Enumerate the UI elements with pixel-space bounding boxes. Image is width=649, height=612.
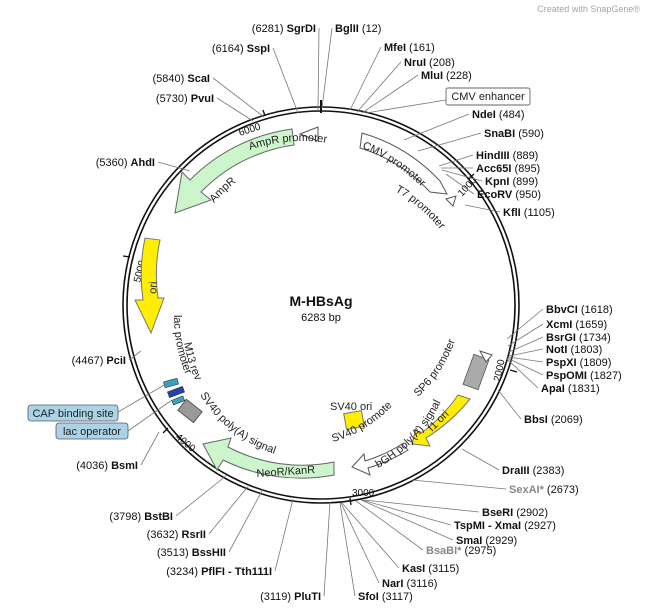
- site-kfli[interactable]: KflI (1105): [503, 207, 555, 219]
- sp6-promoter-arrow[interactable]: [478, 350, 493, 363]
- site-apai[interactable]: ApaI (1831): [541, 383, 600, 395]
- cap-binding-site-label: CAP binding site: [32, 408, 113, 420]
- backbone: [122, 100, 520, 504]
- m13-rev-feature[interactable]: [167, 386, 185, 398]
- site-sspi[interactable]: (6164) SspI: [212, 43, 270, 55]
- site-pvui[interactable]: (5730) PvuI: [156, 93, 214, 105]
- sites-right: BglII (12)MfeI (161) NruI (208)MluI (228)…: [335, 23, 622, 603]
- site-ecorv[interactable]: EcoRV (950): [477, 189, 541, 201]
- cmv-promoter-arrow[interactable]: [359, 132, 448, 195]
- bgh-polya-feature[interactable]: [462, 353, 490, 391]
- site-pcii[interactable]: (4467) PciI: [72, 355, 126, 367]
- snapgene-watermark: Created with SnapGene®: [537, 4, 640, 14]
- site-pflfi-tth111i[interactable]: (3234) PflFI - Tth111I: [166, 566, 272, 578]
- cmv-enhancer-label: CMV enhancer: [451, 91, 525, 103]
- site-mfei[interactable]: MfeI (161): [384, 42, 435, 54]
- site-bsrgi[interactable]: BsrGI (1734): [546, 332, 611, 344]
- site-sexai[interactable]: SexAI* (2673): [509, 484, 579, 496]
- site-sgrdi[interactable]: (6281) SgrDI: [252, 23, 316, 35]
- ampr-promoter-label: AmpR promoter: [247, 132, 328, 153]
- site-noti[interactable]: NotI (1803): [546, 344, 602, 356]
- ampr-promoter-arrow[interactable]: [298, 126, 319, 142]
- site-rsrii[interactable]: (3632) RsrII: [147, 529, 206, 541]
- site-nrui[interactable]: NruI (208): [404, 57, 455, 69]
- site-snabi[interactable]: SnaBI (590): [484, 128, 544, 140]
- sv40-promoter-arrow[interactable]: [351, 443, 409, 476]
- cap-binding-site-feature[interactable]: [163, 377, 179, 389]
- site-ahdi[interactable]: (5360) AhdI: [96, 157, 155, 169]
- site-sfoi[interactable]: SfoI (3117): [358, 591, 413, 603]
- site-pspomi[interactable]: PspOMI (1827): [546, 370, 622, 382]
- tick-label-2000: 2000: [492, 358, 507, 382]
- ori-arrow[interactable]: [134, 237, 165, 335]
- ori-label: ori: [147, 281, 160, 294]
- site-acc65i[interactable]: Acc65I (895): [476, 163, 540, 175]
- tick-6000: [262, 109, 266, 117]
- neo-kan-arrow[interactable]: [202, 437, 335, 479]
- site-draiii[interactable]: DraIII (2383): [502, 465, 564, 477]
- site-pluti[interactable]: (3119) PluTI: [260, 591, 321, 603]
- site-hindiii[interactable]: HindIII (889): [476, 150, 538, 162]
- sp6-promoter-label: SP6 promoter: [412, 337, 458, 399]
- site-mlui[interactable]: MluI (228): [421, 70, 472, 82]
- site-smai[interactable]: SmaI (2929): [456, 535, 517, 547]
- site-pspxi[interactable]: PspXI (1809): [546, 357, 611, 369]
- ampr-arrow[interactable]: [174, 128, 295, 214]
- site-kasi[interactable]: KasI (3115): [402, 563, 459, 575]
- tick-3000: [349, 497, 352, 506]
- cmv-enhancer-callout[interactable]: CMV enhancer: [365, 87, 531, 114]
- tick-2000: [509, 369, 518, 373]
- tick-4000: [162, 427, 169, 434]
- site-bseri[interactable]: BseRI (2902): [482, 507, 548, 519]
- site-nari[interactable]: NarI (3116): [382, 578, 437, 590]
- site-bbvci[interactable]: BbvCI (1618): [546, 304, 613, 316]
- site-bbsi[interactable]: BbsI (2069): [524, 414, 583, 426]
- tick-5000: [122, 255, 131, 258]
- lac-operator-label: lac operator: [63, 426, 121, 438]
- site-ndei[interactable]: NdeI (484): [472, 109, 525, 121]
- site-bsmi[interactable]: (4036) BsmI: [76, 460, 138, 472]
- cap-binding-site-callout[interactable]: CAP binding site: [27, 383, 167, 422]
- sites-left: (6281) SgrDI (6164) SspI (5840) ScaI (5730)…: [72, 23, 321, 603]
- site-bstbi[interactable]: (3798) BstBI: [109, 511, 173, 523]
- f1-ori-arrow[interactable]: [411, 394, 471, 447]
- lac-operator-callout[interactable]: lac operator: [55, 399, 173, 440]
- site-xcmi[interactable]: XcmI (1659): [546, 319, 607, 331]
- t7-promoter-arrow[interactable]: [445, 195, 457, 207]
- sv40-ori-feature[interactable]: [343, 409, 365, 431]
- site-bglii[interactable]: BglII (12): [335, 23, 381, 35]
- plasmid-length: 6283 bp: [301, 312, 341, 324]
- tick-1000: [467, 173, 475, 180]
- features: [134, 126, 493, 479]
- site-tspmi-xmai[interactable]: TspMI - XmaI (2927): [454, 520, 556, 532]
- tick-label-3000: 3000: [352, 488, 375, 499]
- site-bsabi[interactable]: BsaBI* (2975): [426, 545, 496, 557]
- plasmid-name: M-HBsAg: [290, 293, 353, 309]
- sv40-polya-feature[interactable]: [177, 398, 203, 424]
- neo-kan-label: NeoR/KanR: [256, 464, 315, 480]
- lac-operator-feature[interactable]: [171, 395, 186, 406]
- site-bsshii[interactable]: (3513) BssHII: [157, 547, 226, 559]
- site-scai[interactable]: (5840) ScaI: [153, 73, 211, 85]
- sv40-ori-label: SV40 ori: [330, 401, 372, 413]
- site-kpni[interactable]: KpnI (899): [485, 176, 538, 188]
- site-leader-lines: [128, 27, 544, 597]
